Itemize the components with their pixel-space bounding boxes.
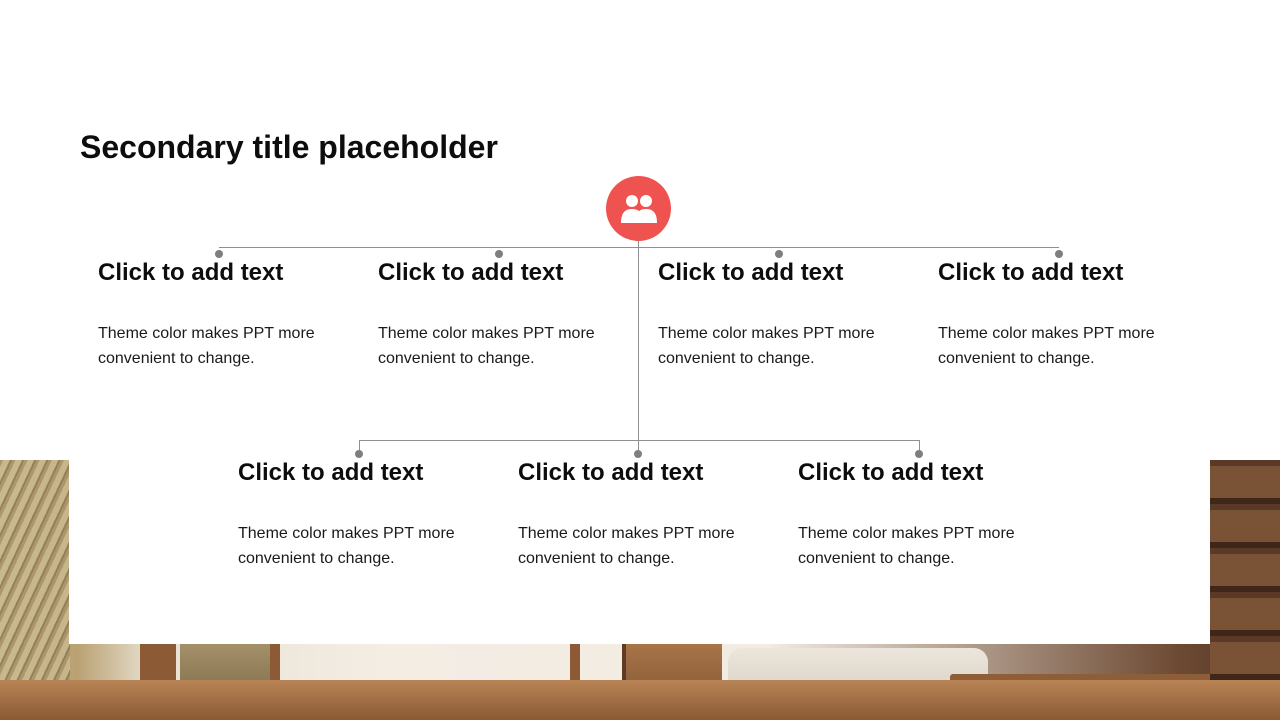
org-item: Click to add text Theme color makes PPT … — [378, 258, 628, 371]
connector-dot — [634, 450, 642, 458]
item-heading[interactable]: Click to add text — [658, 259, 844, 286]
item-description[interactable]: Theme color makes PPT more convenient to… — [658, 325, 875, 367]
connector-dot — [915, 450, 923, 458]
connector-vertical-trunk — [638, 241, 639, 453]
item-heading[interactable]: Click to add text — [238, 459, 424, 486]
org-item: Click to add text Theme color makes PPT … — [798, 458, 1048, 571]
item-heading[interactable]: Click to add text — [518, 459, 704, 486]
item-heading[interactable]: Click to add text — [98, 259, 284, 286]
org-item: Click to add text Theme color makes PPT … — [98, 258, 348, 371]
item-description[interactable]: Theme color makes PPT more convenient to… — [798, 525, 1015, 567]
connector-dot — [355, 450, 363, 458]
page-title[interactable]: Secondary title placeholder — [80, 129, 498, 165]
hub-circle — [606, 176, 671, 241]
connector-bottom-horizontal — [359, 440, 919, 441]
org-item: Click to add text Theme color makes PPT … — [518, 458, 768, 571]
tree-branches — [0, 460, 70, 720]
item-description[interactable]: Theme color makes PPT more convenient to… — [938, 325, 1155, 367]
connector-dot — [215, 250, 223, 258]
item-heading[interactable]: Click to add text — [938, 259, 1124, 286]
org-item: Click to add text Theme color makes PPT … — [658, 258, 908, 371]
connector-top-horizontal — [219, 247, 1059, 248]
item-heading[interactable]: Click to add text — [378, 259, 564, 286]
org-item: Click to add text Theme color makes PPT … — [938, 258, 1188, 371]
connector-dot — [495, 250, 503, 258]
connector-bottom-left-drop — [359, 440, 360, 453]
org-item: Click to add text Theme color makes PPT … — [238, 458, 488, 571]
users-group-icon — [620, 194, 657, 223]
connector-bottom-right-drop — [919, 440, 920, 453]
item-description[interactable]: Theme color makes PPT more convenient to… — [378, 325, 595, 367]
connector-dot — [775, 250, 783, 258]
wooden-floor — [0, 680, 1280, 720]
connector-dot — [1055, 250, 1063, 258]
item-heading[interactable]: Click to add text — [798, 459, 984, 486]
bookshelf — [1210, 460, 1280, 720]
item-description[interactable]: Theme color makes PPT more convenient to… — [238, 525, 455, 567]
item-description[interactable]: Theme color makes PPT more convenient to… — [98, 325, 315, 367]
content-card — [69, 0, 1210, 644]
item-description[interactable]: Theme color makes PPT more convenient to… — [518, 525, 735, 567]
